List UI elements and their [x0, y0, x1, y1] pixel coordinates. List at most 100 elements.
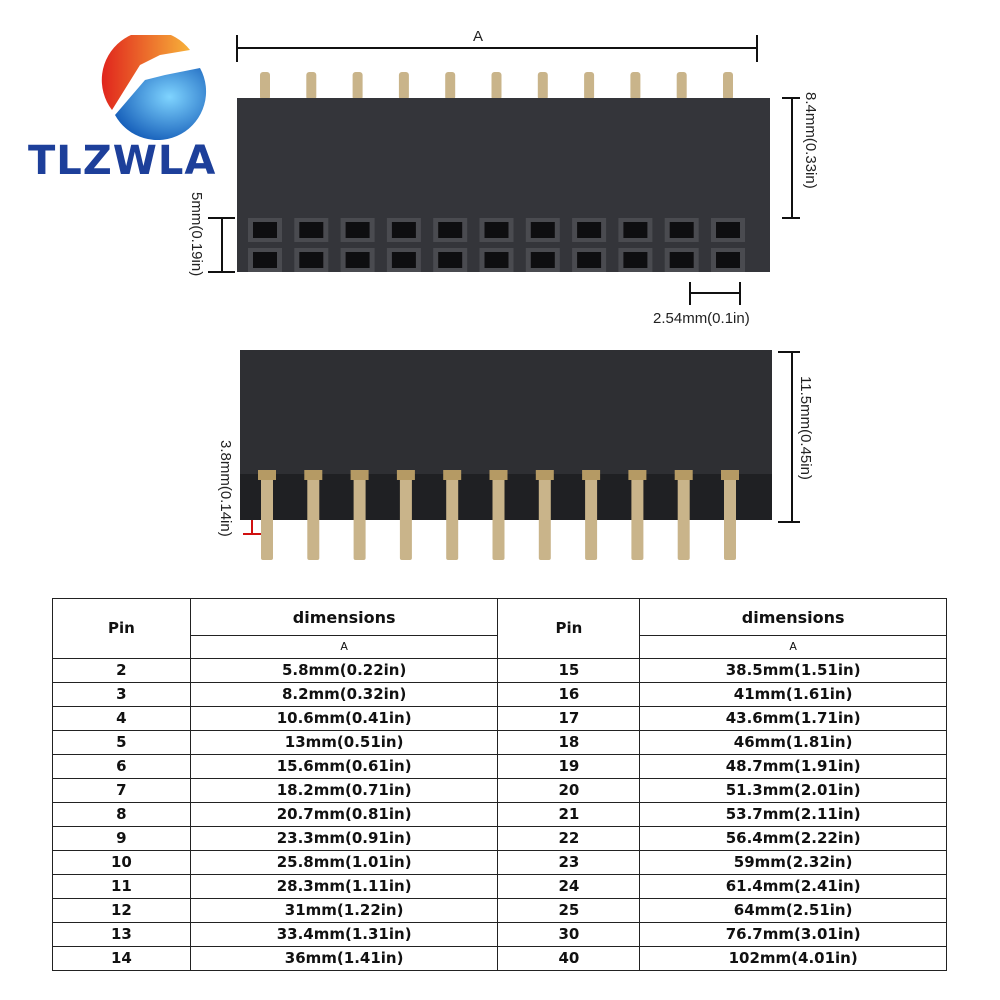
side-view-body	[240, 350, 772, 474]
pin-collar	[350, 470, 369, 480]
top-view-body	[237, 98, 770, 272]
pin-collar	[628, 470, 647, 480]
socket-hole	[253, 222, 277, 238]
dimension-cell: 48.7mm(1.91in)	[639, 754, 947, 779]
dimension-cell: 53.7mm(2.11in)	[639, 802, 947, 827]
pin-collar	[582, 470, 601, 480]
connector-diagram	[208, 35, 800, 560]
dim-length-label: A	[473, 28, 484, 45]
pin-count-cell: 11	[52, 874, 191, 899]
dimension-cell: 13mm(0.51in)	[189, 730, 499, 755]
pin-side	[307, 470, 320, 560]
pin-side	[538, 470, 551, 560]
dimension-cell: 56.4mm(2.22in)	[639, 826, 947, 851]
pin-collar	[535, 470, 554, 480]
socket-hole	[623, 252, 648, 268]
pin-side	[724, 470, 736, 560]
pin-count-cell: 23	[497, 850, 641, 875]
sub-header-a: A	[639, 635, 947, 659]
pin-top	[584, 72, 595, 100]
pin-count-cell: 22	[497, 826, 641, 851]
socket-hole	[299, 222, 324, 238]
dimension-cell: 41mm(1.61in)	[639, 682, 947, 707]
dim-body-height: 11.5mm(0.45in)	[797, 376, 814, 480]
socket-hole	[438, 222, 463, 238]
pin-header: Pin	[52, 598, 191, 659]
pin-top	[723, 72, 733, 100]
socket-hole	[669, 222, 694, 238]
pin-count-cell: 6	[52, 754, 191, 779]
pin-collar	[258, 470, 276, 480]
dimension-cell: 36mm(1.41in)	[189, 946, 499, 971]
dimension-cell: 28.3mm(1.11in)	[189, 874, 499, 899]
dimensions-header: dimensions	[189, 598, 499, 636]
dim-pitch: 2.54mm(0.1in)	[653, 310, 750, 327]
pin-top	[537, 72, 548, 100]
pin-count-cell: 18	[497, 730, 641, 755]
pin-count-cell: 40	[497, 946, 641, 971]
pin-collar	[674, 470, 693, 480]
pin-side	[677, 470, 690, 560]
dimension-cell: 43.6mm(1.71in)	[639, 706, 947, 731]
pin-side	[353, 470, 366, 560]
socket-hole	[716, 252, 740, 268]
pin-top	[352, 72, 363, 100]
dimension-cell: 76.7mm(3.01in)	[639, 922, 947, 947]
dim-pin-height: 8.4mm(0.33in)	[802, 92, 819, 189]
dimension-cell: 51.3mm(2.01in)	[639, 778, 947, 803]
pin-count-cell: 4	[52, 706, 191, 731]
pin-count-cell: 2	[52, 658, 191, 683]
dimension-cell: 31mm(1.22in)	[189, 898, 499, 923]
dimension-cell: 8.2mm(0.32in)	[189, 682, 499, 707]
pin-top	[445, 72, 456, 100]
dimension-cell: 102mm(4.01in)	[639, 946, 947, 971]
pin-count-cell: 25	[497, 898, 641, 923]
socket-hole	[299, 252, 324, 268]
socket-hole	[669, 252, 694, 268]
dimension-cell: 18.2mm(0.71in)	[189, 778, 499, 803]
dimensions-header: dimensions	[639, 598, 947, 636]
dimension-cell: 64mm(2.51in)	[639, 898, 947, 923]
dimension-cell: 15.6mm(0.61in)	[189, 754, 499, 779]
pin-count-cell: 5	[52, 730, 191, 755]
pin-count-cell: 14	[52, 946, 191, 971]
pin-top	[306, 72, 317, 100]
dimension-cell: 23.3mm(0.91in)	[189, 826, 499, 851]
pin-count-cell: 15	[497, 658, 641, 683]
pin-count-cell: 20	[497, 778, 641, 803]
pin-side	[399, 470, 412, 560]
dimension-cell: 61.4mm(2.41in)	[639, 874, 947, 899]
socket-hole	[391, 222, 416, 238]
pin-count-cell: 13	[52, 922, 191, 947]
pin-count-cell: 9	[52, 826, 191, 851]
pin-collar	[443, 470, 462, 480]
pin-top	[630, 72, 641, 100]
pin-count-cell: 21	[497, 802, 641, 827]
pin-collar	[304, 470, 323, 480]
pin-count-cell: 30	[497, 922, 641, 947]
pin-side	[446, 470, 459, 560]
pin-top	[491, 72, 502, 100]
socket-hole	[577, 222, 602, 238]
dimension-cell: 38.5mm(1.51in)	[639, 658, 947, 683]
dimension-cell: 20.7mm(0.81in)	[189, 802, 499, 827]
dimension-cell: 46mm(1.81in)	[639, 730, 947, 755]
socket-hole	[623, 222, 648, 238]
pin-collar	[721, 470, 739, 480]
socket-hole	[345, 252, 370, 268]
socket-hole	[484, 252, 509, 268]
dimension-cell: 5.8mm(0.22in)	[189, 658, 499, 683]
socket-hole	[438, 252, 463, 268]
socket-hole	[253, 252, 277, 268]
socket-hole	[530, 222, 555, 238]
pin-header: Pin	[497, 598, 641, 659]
